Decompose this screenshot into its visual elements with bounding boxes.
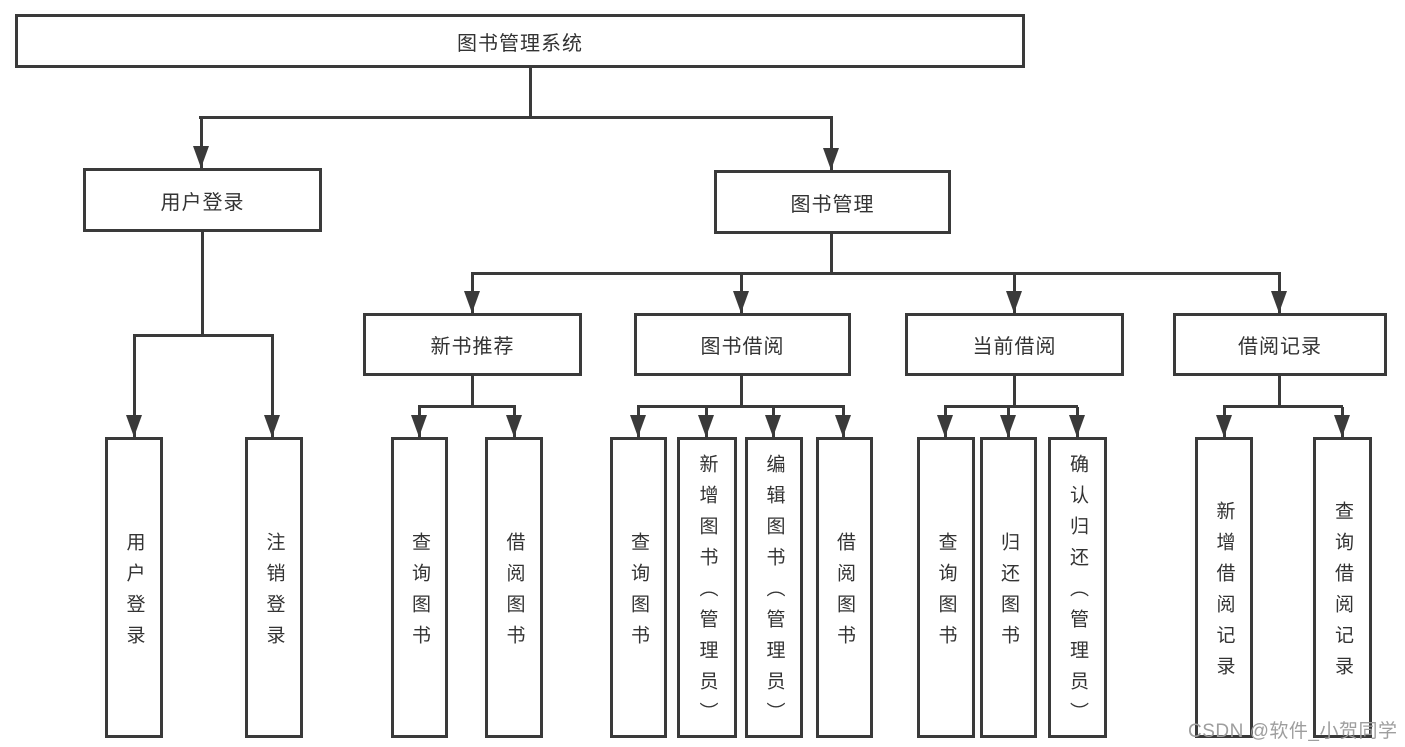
arrowhead — [1334, 415, 1350, 437]
connector-hline — [418, 405, 516, 408]
connector-vline — [1013, 376, 1016, 407]
arrowhead — [264, 415, 280, 437]
leaf-add-books-admin: 新增图书（管理员） — [677, 437, 737, 738]
connector-hline — [471, 272, 1281, 275]
arrowhead — [464, 291, 480, 313]
arrowhead — [698, 415, 714, 437]
leaf-label: 新增图书（管理员） — [696, 454, 718, 733]
connector-hline — [944, 405, 1078, 408]
connector-vline — [830, 118, 833, 170]
leaf-user-login: 用户登录 — [105, 437, 163, 738]
leaf-label: 新增借阅记录 — [1213, 500, 1235, 687]
leaf-add-borrow-record: 新增借阅记录 — [1195, 437, 1253, 738]
connector-vline — [201, 232, 204, 336]
connector-hline — [199, 116, 833, 119]
leaf-label: 查询图书 — [935, 531, 957, 656]
node-root: 图书管理系统 — [15, 14, 1025, 68]
arrowhead — [937, 415, 953, 437]
node-current-borrowing: 当前借阅 — [905, 313, 1124, 376]
leaf-label: 查询图书 — [409, 531, 430, 656]
leaf-return-books: 归还图书 — [980, 437, 1037, 738]
arrowhead — [126, 415, 142, 437]
arrowhead — [733, 291, 749, 313]
leaf-logout: 注销登录 — [245, 437, 303, 738]
connector-vline — [200, 118, 203, 168]
connector-hline — [133, 334, 274, 337]
leaf-query-books-current: 查询图书 — [917, 437, 975, 738]
leaf-label: 借阅图书 — [834, 531, 855, 656]
arrowhead — [1000, 415, 1016, 437]
arrowhead — [823, 148, 839, 170]
node-borrowing-records: 借阅记录 — [1173, 313, 1387, 376]
arrowhead — [630, 415, 646, 437]
arrowhead — [1216, 415, 1232, 437]
node-new-book-recommend: 新书推荐 — [363, 313, 582, 376]
arrowhead — [193, 146, 209, 168]
leaf-confirm-return-admin: 确认归还（管理员） — [1048, 437, 1107, 738]
node-book-borrowing: 图书借阅 — [634, 313, 851, 376]
connector-vline — [830, 234, 833, 274]
connector-vline — [740, 376, 743, 407]
arrowhead — [1069, 415, 1085, 437]
arrowhead — [835, 415, 851, 437]
leaf-query-books-recommend: 查询图书 — [391, 437, 448, 738]
leaf-query-books-borrowing: 查询图书 — [610, 437, 667, 738]
connector-vline — [529, 68, 532, 118]
leaf-edit-books-admin: 编辑图书（管理员） — [745, 437, 803, 738]
arrowhead — [765, 415, 781, 437]
leaf-label: 编辑图书（管理员） — [763, 454, 785, 733]
leaf-label: 查询借阅记录 — [1332, 500, 1353, 687]
leaf-borrow-books-borrowing: 借阅图书 — [816, 437, 873, 738]
arrowhead — [506, 415, 522, 437]
connector-hline — [637, 405, 845, 408]
connector-vline — [133, 336, 136, 437]
leaf-label: 查询图书 — [628, 531, 649, 656]
leaf-label: 确认归还（管理员） — [1067, 454, 1088, 733]
leaf-label: 用户登录 — [123, 531, 145, 656]
connector-vline — [1278, 376, 1281, 407]
leaf-query-borrow-record: 查询借阅记录 — [1313, 437, 1372, 738]
arrowhead — [1271, 291, 1287, 313]
connector-hline — [1223, 405, 1343, 408]
node-book-management: 图书管理 — [714, 170, 951, 234]
node-user-login: 用户登录 — [83, 168, 322, 232]
leaf-label: 注销登录 — [263, 531, 285, 656]
csdn-watermark: CSDN @软件_小贺同学 — [1188, 721, 1398, 742]
arrowhead — [411, 415, 427, 437]
connector-vline — [471, 376, 474, 407]
leaf-borrow-books-recommend: 借阅图书 — [485, 437, 543, 738]
connector-vline — [271, 336, 274, 437]
arrowhead — [1006, 291, 1022, 313]
leaf-label: 借阅图书 — [503, 531, 525, 656]
leaf-label: 归还图书 — [998, 531, 1019, 656]
